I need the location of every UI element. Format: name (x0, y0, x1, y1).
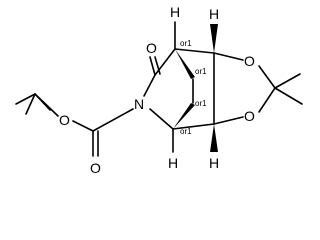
wedge-bridge-top (175, 49, 195, 79)
bond-n-bridgehead-bottom (149, 108, 174, 130)
stereo-label-3: or1 (195, 99, 207, 108)
bond-obottom-cme2 (258, 87, 276, 113)
atom-hydrogen-ring-bottom: H (209, 155, 219, 171)
atom-hydrogen-bottom: H (168, 155, 178, 171)
atom-oxygen-carbonyl: O (146, 40, 157, 56)
molecule-structure: O N O O O O H H H H or1 or1 or1 or1 (15, 4, 303, 176)
bond-ringc-obottom (213, 116, 244, 125)
bond-bridgehead-bottom-ring (172, 123, 215, 130)
stereo-label-1: or1 (180, 39, 192, 48)
bond-otop-cme2 (258, 65, 276, 89)
atom-oxygen-carbamate: O (90, 160, 101, 176)
wedge-h-ring-top (210, 24, 218, 53)
bond-ringc-otop (213, 52, 244, 61)
atom-hydrogen-top: H (170, 4, 180, 20)
bond-carbonylc-bridgehead-top (154, 48, 176, 76)
stereo-label-4: or1 (180, 127, 192, 136)
structure-drawing: O N O O O O H H H H or1 or1 or1 or1 (15, 4, 303, 176)
stereo-label-2: or1 (195, 67, 207, 76)
bond-cme2-methyl-2 (274, 87, 303, 105)
atom-oxygen-ring-top: O (244, 53, 255, 69)
bond-tbu-methyl-2 (25, 93, 36, 115)
bond-oester-carbonyl (72, 120, 94, 132)
atom-oxygen-ring-bottom: O (244, 108, 255, 124)
bond-carbonylc-o-1 (149, 56, 156, 76)
bond-cme2-methyl-1 (274, 73, 301, 89)
bond-carbamate-n (92, 108, 134, 132)
bond-tbu-methyl-1 (15, 93, 36, 105)
atom-oxygen-ester: O (59, 112, 70, 128)
atom-hydrogen-ring-top: H (209, 6, 219, 22)
bond-bridgehead-top-ring (174, 48, 215, 54)
bond-carbonylc-o-2 (154, 56, 161, 75)
wedge-h-ring-bottom (210, 124, 218, 152)
wedge-bridge-bottom (173, 103, 195, 129)
atom-nitrogen: N (134, 96, 144, 112)
bond-tbu-oxygen (34, 93, 59, 117)
bond-n-carbonylc (143, 74, 156, 97)
